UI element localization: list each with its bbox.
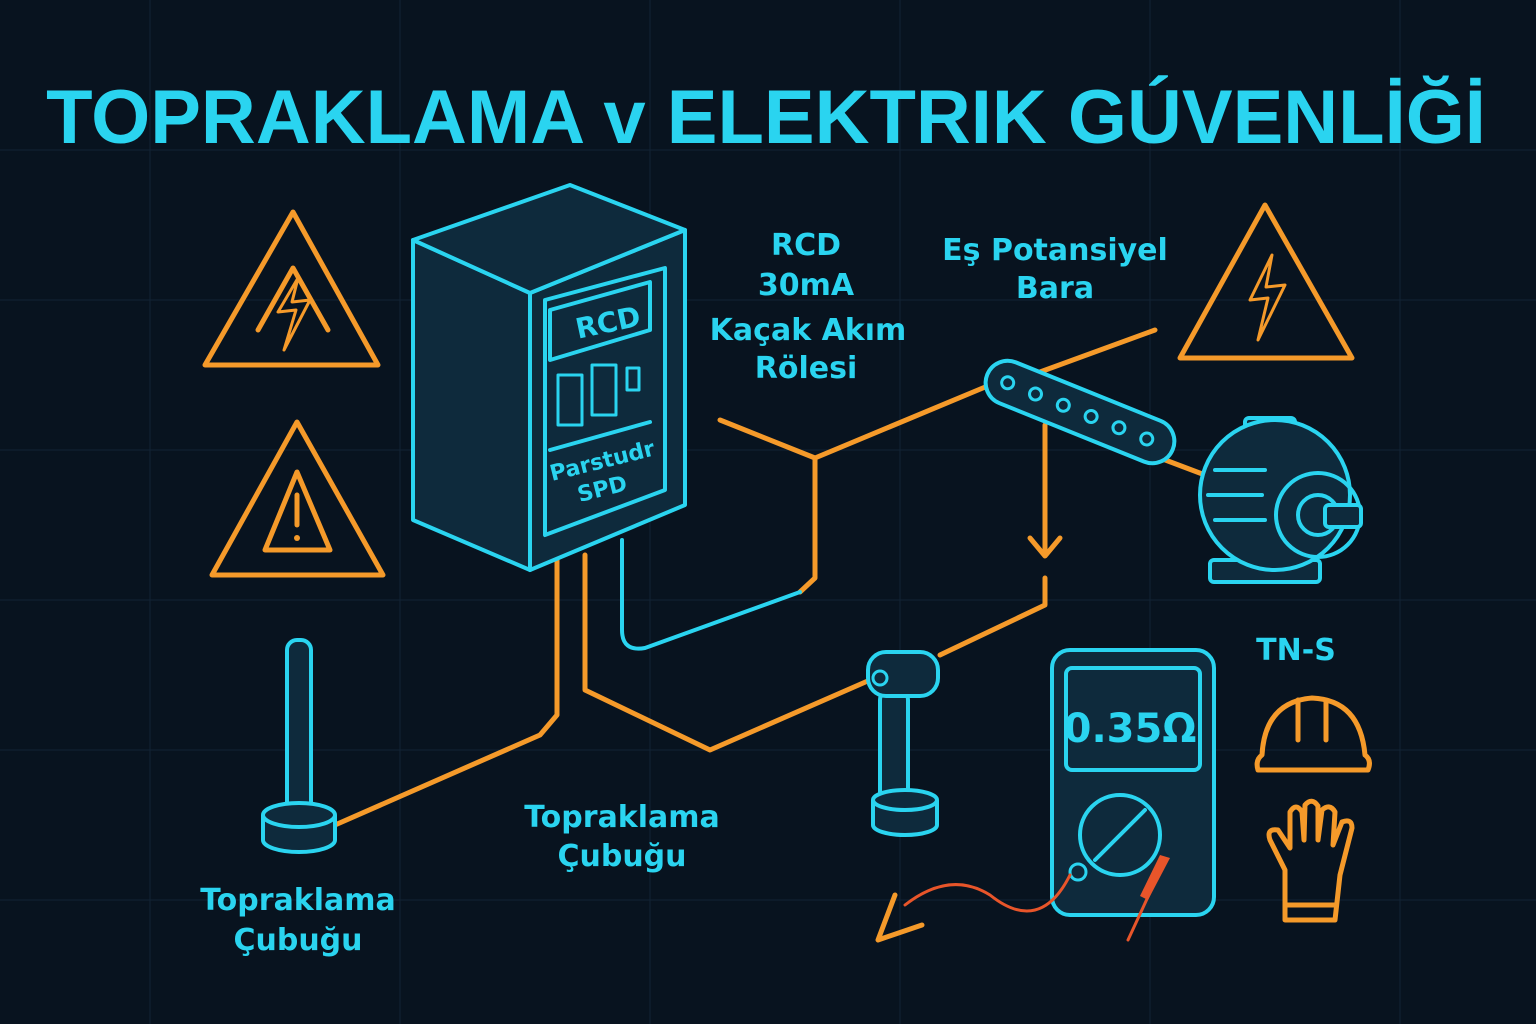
- bara-label: Eş Potansiyel: [942, 233, 1168, 268]
- rcd-rating-label: 30mA: [758, 268, 855, 303]
- electric-motor-icon: [1198, 416, 1363, 584]
- tns-label: TN-S: [1256, 633, 1336, 668]
- safety-helmet-icon: [1254, 695, 1372, 773]
- test-probe: [875, 855, 1170, 943]
- high-voltage-warning-icon: [202, 209, 381, 368]
- orange-grounding-wires: [332, 327, 1208, 828]
- page-title: TOPRAKLAMA v ELEKTRIK GÚVENLİĞİ: [46, 75, 1486, 160]
- distribution-cabinet: RCD Parstudr SPD: [411, 183, 687, 572]
- ground-rod-left-label: Topraklama: [200, 883, 396, 918]
- ground-rod-left-label-2: Çubuğu: [233, 923, 362, 958]
- ground-rod-center-label-2: Çubuğu: [557, 839, 686, 874]
- rcd-description-label-2: Rölesi: [755, 351, 857, 386]
- equipotential-busbar: [983, 358, 1177, 466]
- rcd-label: RCD: [771, 228, 841, 263]
- caution-warning-icon: [209, 419, 386, 578]
- ground-rod-clamp-icon: [866, 650, 940, 837]
- safety-glove-icon: [1266, 798, 1355, 923]
- bara-label-2: Bara: [1016, 271, 1094, 306]
- rcd-description-label: Kaçak Akım: [710, 313, 907, 348]
- high-voltage-warning-icon: [1177, 202, 1355, 361]
- ground-rod-center-label: Topraklama: [524, 800, 720, 835]
- cyan-wire: [620, 538, 802, 651]
- ground-rod-icon: [261, 638, 337, 854]
- meter-reading: 0.35Ω: [1064, 706, 1197, 752]
- multimeter-icon: 0.35Ω: [1050, 648, 1216, 917]
